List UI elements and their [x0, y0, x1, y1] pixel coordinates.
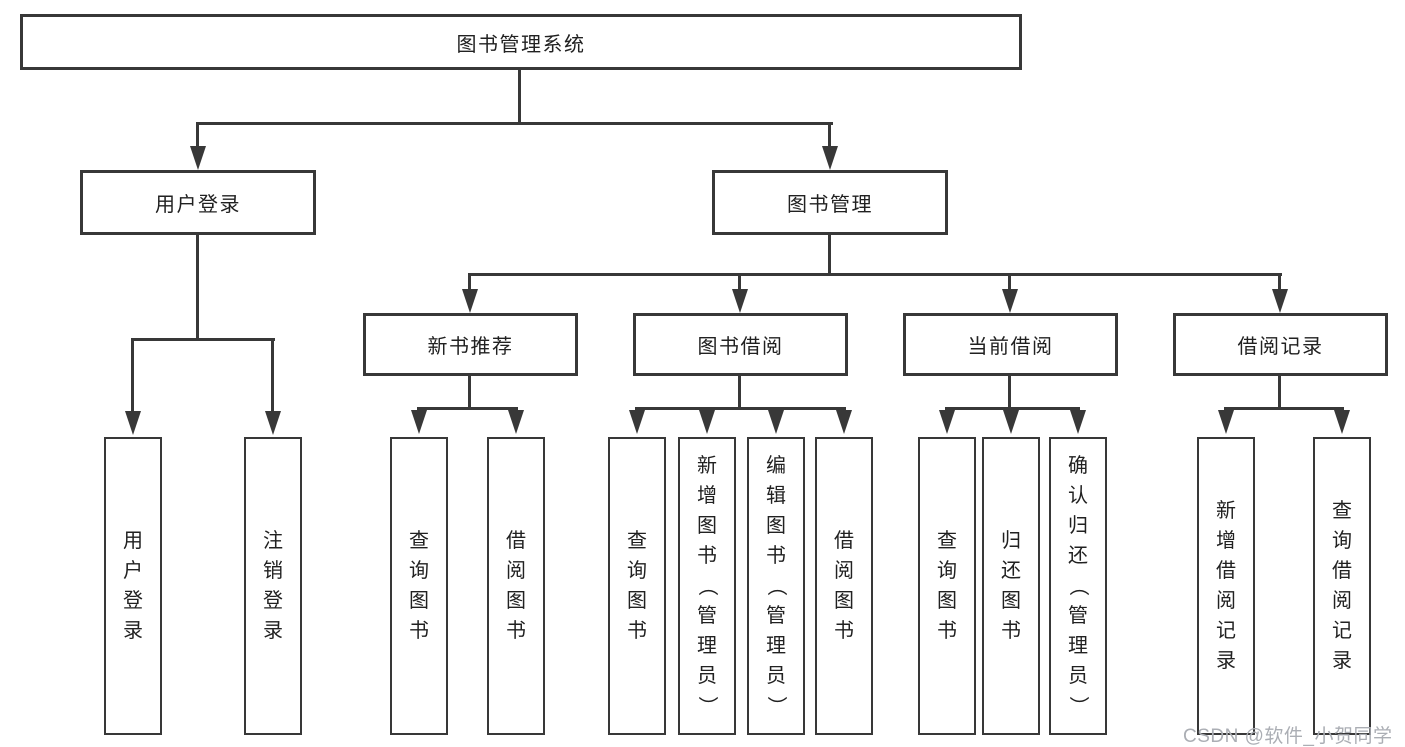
node-borrowing-records: 借阅记录 — [1173, 313, 1388, 376]
node-current-borrowing: 当前借阅 — [903, 313, 1118, 376]
node-label: 图书管理 — [787, 194, 873, 216]
connector-drop — [828, 122, 831, 148]
leaf-add-book-admin: 新增图书（管理员） — [678, 437, 736, 735]
node-label: 新书推荐 — [427, 336, 514, 358]
connector-bus — [1224, 407, 1344, 410]
arrow-down-icon — [462, 289, 478, 313]
node-library-system: 图书管理系统 — [20, 14, 1022, 70]
connector-bus — [945, 407, 1080, 410]
node-label: 借阅记录 — [1237, 336, 1324, 358]
leaf-label: 借阅图书 — [506, 530, 526, 642]
arrow-down-icon — [1003, 410, 1019, 434]
connector-drop — [468, 273, 471, 291]
leaf-confirm-return-admin: 确认归还（管理员） — [1049, 437, 1107, 735]
leaf-label: 查询图书 — [937, 530, 957, 642]
connector-stem — [1008, 376, 1011, 410]
arrow-down-icon — [699, 410, 715, 434]
connector-bus — [417, 407, 518, 410]
leaf-label: 用户登录 — [123, 530, 143, 642]
arrow-down-icon — [732, 289, 748, 313]
leaf-label: 确认归还（管理员） — [1067, 455, 1089, 716]
node-book-borrowing: 图书借阅 — [633, 313, 848, 376]
leaf-query-books-current: 查询图书 — [918, 437, 976, 735]
leaf-label: 编辑图书（管理员） — [765, 455, 787, 716]
node-label: 当前借阅 — [967, 336, 1054, 358]
arrow-down-icon — [836, 410, 852, 434]
leaf-logout: 注销登录 — [244, 437, 302, 735]
node-user-login: 用户登录 — [80, 170, 316, 235]
csdn-watermark: CSDN @软件_小贺同学 — [1183, 726, 1393, 747]
arrow-down-icon — [265, 411, 281, 435]
arrow-down-icon — [768, 410, 784, 434]
connector-userlogin-stem — [196, 235, 199, 338]
connector-stem — [468, 376, 471, 410]
connector-drop — [1278, 273, 1281, 291]
leaf-edit-book-admin: 编辑图书（管理员） — [747, 437, 805, 735]
leaf-add-borrow-record: 新增借阅记录 — [1197, 437, 1255, 735]
arrow-down-icon — [1218, 410, 1234, 434]
leaf-borrow-books-recommend: 借阅图书 — [487, 437, 545, 735]
connector-bus — [635, 407, 846, 410]
node-label: 用户登录 — [155, 194, 241, 216]
connector-level2-bus — [468, 273, 1282, 276]
connector-userlogin-bus — [131, 338, 275, 341]
connector-drop — [738, 273, 741, 291]
arrow-down-icon — [1334, 410, 1350, 434]
arrow-down-icon — [508, 410, 524, 434]
leaf-label: 查询借阅记录 — [1332, 500, 1352, 672]
arrow-down-icon — [190, 146, 206, 170]
connector-stem — [738, 376, 741, 410]
leaf-user-login: 用户登录 — [104, 437, 162, 735]
leaf-borrow-books-borrowing: 借阅图书 — [815, 437, 873, 735]
arrow-down-icon — [1070, 410, 1086, 434]
leaf-label: 新增借阅记录 — [1216, 500, 1236, 672]
leaf-label: 归还图书 — [1001, 530, 1021, 642]
arrow-down-icon — [629, 410, 645, 434]
leaf-label: 注销登录 — [263, 530, 283, 642]
connector-stem — [1278, 376, 1281, 410]
node-new-book-recommend: 新书推荐 — [363, 313, 578, 376]
arrow-down-icon — [1272, 289, 1288, 313]
connector-drop — [271, 338, 274, 413]
leaf-label: 查询图书 — [627, 530, 647, 642]
node-label: 图书管理系统 — [456, 33, 586, 56]
arrow-down-icon — [939, 410, 955, 434]
arrow-down-icon — [822, 146, 838, 170]
connector-level1-bus — [196, 122, 833, 125]
leaf-label: 借阅图书 — [834, 530, 854, 642]
connector-drop — [196, 122, 199, 148]
arrow-down-icon — [1002, 289, 1018, 313]
arrow-down-icon — [125, 411, 141, 435]
leaf-return-book: 归还图书 — [982, 437, 1040, 735]
connector-bookmgmt-stem — [828, 235, 831, 273]
leaf-label: 新增图书（管理员） — [696, 455, 718, 716]
arrow-down-icon — [411, 410, 427, 434]
leaf-query-borrow-record: 查询借阅记录 — [1313, 437, 1371, 735]
node-label: 图书借阅 — [697, 336, 784, 358]
connector-drop — [1008, 273, 1011, 291]
connector-drop — [131, 338, 134, 413]
connector-root-stem — [518, 70, 521, 122]
leaf-query-books-borrowing: 查询图书 — [608, 437, 666, 735]
leaf-label: 查询图书 — [409, 530, 429, 642]
leaf-query-books-recommend: 查询图书 — [390, 437, 448, 735]
node-book-management: 图书管理 — [712, 170, 948, 235]
